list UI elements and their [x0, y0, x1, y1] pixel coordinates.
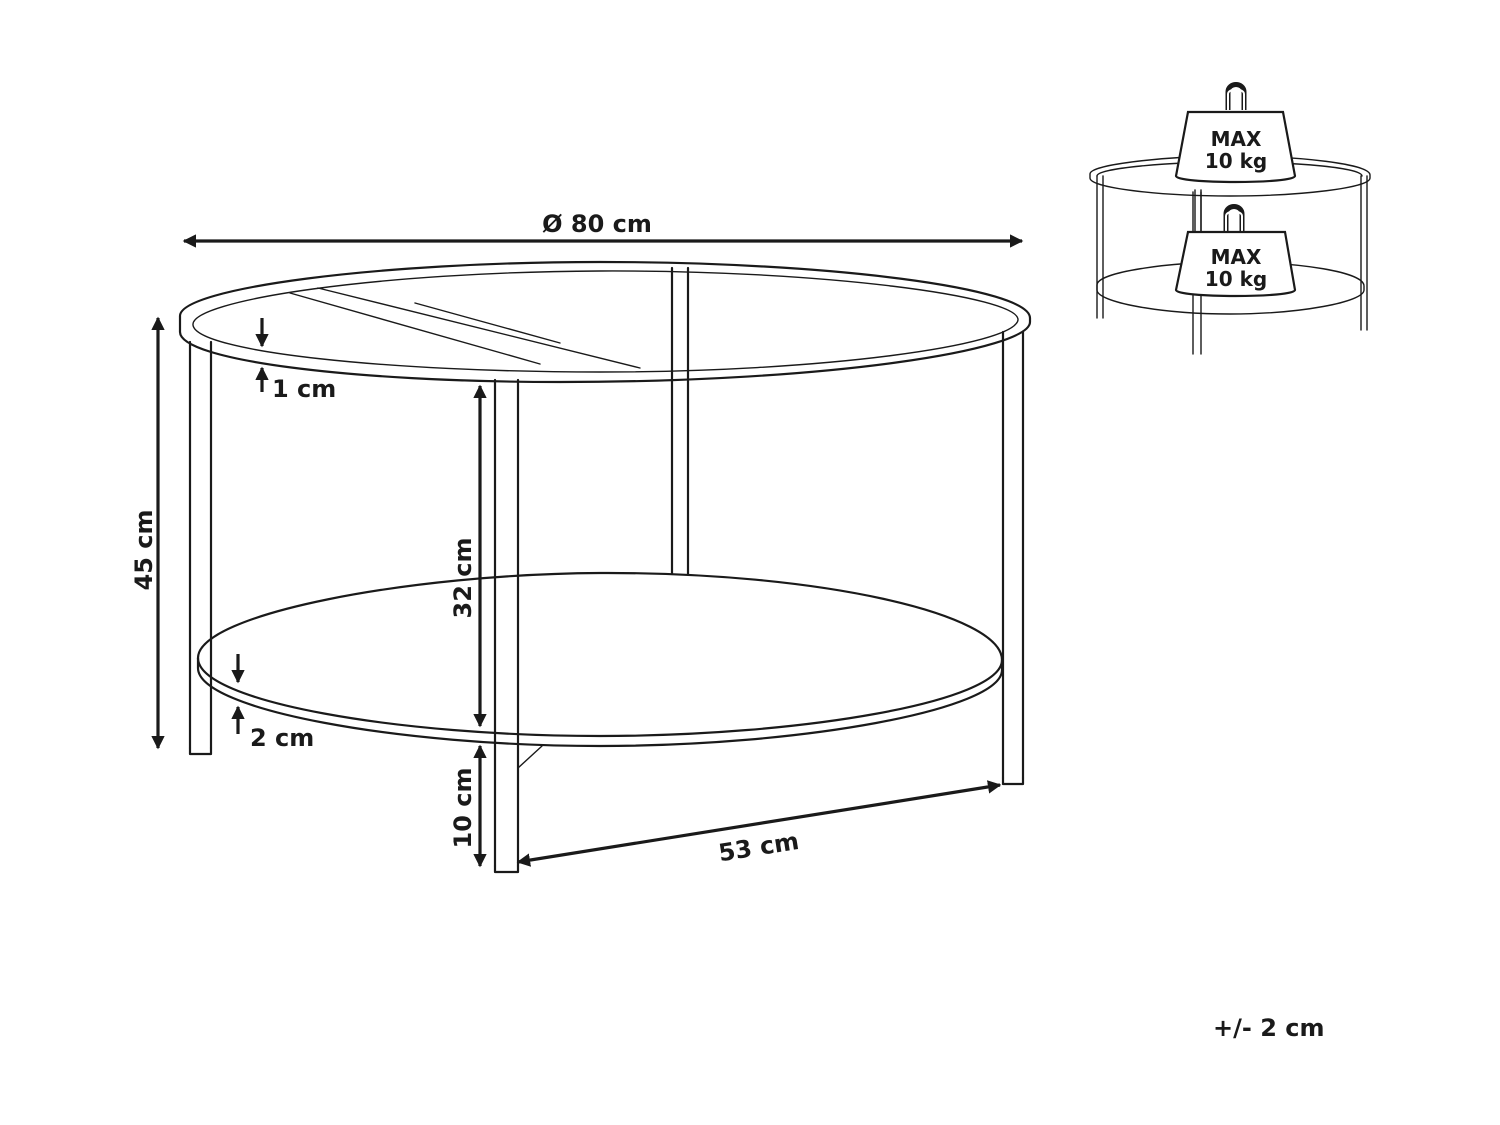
lower-shelf [196, 571, 1004, 748]
glass-top [178, 260, 1032, 384]
top-weight-icon: MAX 10 kg [1174, 82, 1297, 184]
shelf-thickness-dimension: 2 cm [231, 654, 314, 752]
diameter-dimension: Ø 80 cm [182, 210, 1024, 248]
floor-clearance-label: 10 cm [449, 768, 477, 849]
left-leg [188, 340, 213, 756]
load-capacity-icon: MAX 10 kg MAX 10 kg [1089, 82, 1371, 355]
shelf-weight-max-label: MAX [1211, 245, 1262, 269]
top-weight-kg-label: 10 kg [1205, 149, 1267, 173]
shelf-gap-dimension: 32 cm [449, 384, 487, 728]
top-thickness-label: 1 cm [272, 375, 336, 403]
floor-clearance-dimension: 10 cm [449, 744, 487, 868]
total-height-label: 45 cm [130, 510, 158, 591]
total-height-dimension: 45 cm [130, 316, 165, 750]
diameter-label: Ø 80 cm [542, 210, 652, 238]
shelf-gap-label: 32 cm [449, 538, 477, 619]
shelf-thickness-label: 2 cm [250, 724, 314, 752]
back-leg [670, 266, 690, 576]
shelf-weight-kg-label: 10 kg [1205, 267, 1267, 291]
leg-span-label: 53 cm [717, 827, 801, 867]
table-outline [178, 260, 1032, 874]
top-thickness-dimension: 1 cm [255, 318, 336, 403]
tolerance-label: +/- 2 cm [1213, 1014, 1324, 1042]
leg-span-dimension: 53 cm [516, 780, 1002, 867]
top-weight-max-label: MAX [1211, 127, 1262, 151]
front-leg [493, 378, 543, 874]
right-leg [1001, 330, 1025, 786]
shelf-weight-icon: MAX 10 kg [1174, 204, 1297, 298]
